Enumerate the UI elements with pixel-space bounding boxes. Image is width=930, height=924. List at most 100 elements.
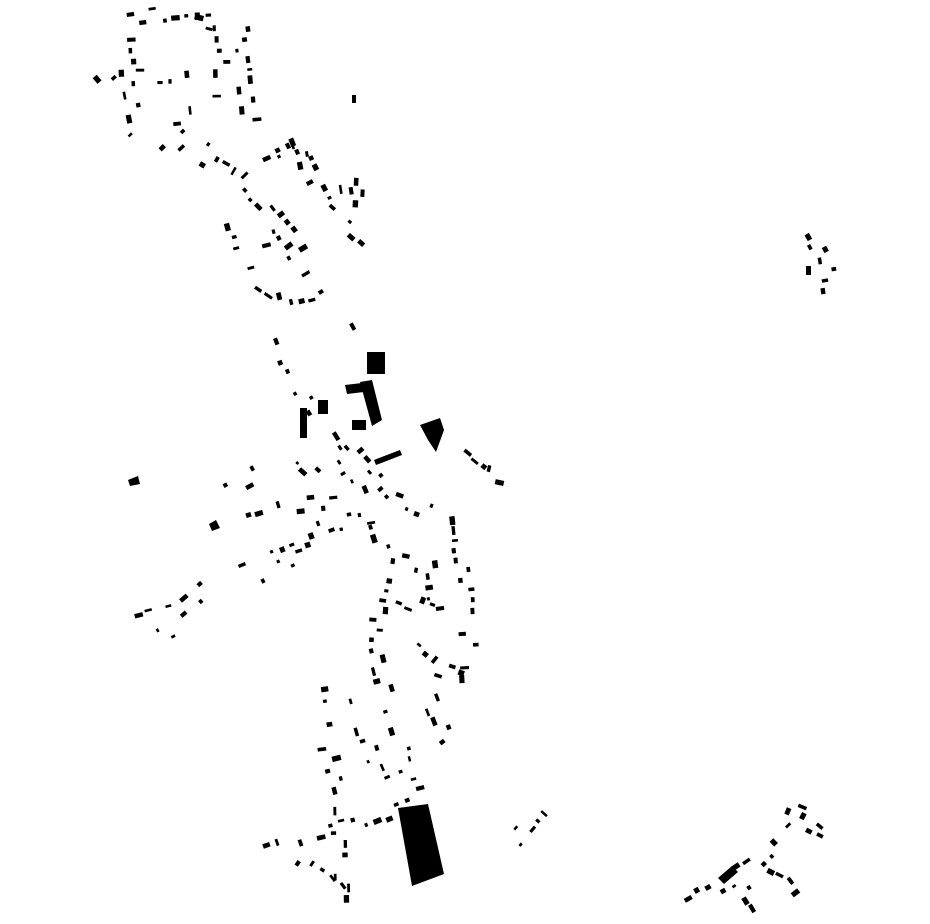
building-footprint: [747, 903, 757, 914]
building-footprint: [173, 121, 182, 127]
building-footprint: [350, 817, 356, 823]
building-footprint: [415, 785, 425, 792]
building-large: [128, 476, 140, 486]
building-footprint: [416, 642, 422, 648]
building-footprint: [331, 786, 338, 796]
building-footprint: [292, 391, 298, 397]
building-footprint: [317, 288, 324, 295]
building-footprint: [421, 650, 429, 658]
building-footprint: [438, 738, 446, 746]
building-footprint: [274, 147, 281, 154]
building-footprint: [317, 746, 327, 752]
building-footprint: [404, 797, 411, 804]
building-footprint: [301, 270, 311, 278]
building-footprint: [205, 26, 213, 32]
building-footprint: [797, 803, 808, 811]
building-footprint: [184, 13, 189, 18]
building-footprint: [337, 818, 345, 823]
building-footprint: [188, 106, 192, 115]
building-footprint: [276, 559, 281, 564]
building-footprint: [786, 876, 795, 886]
building-footprint: [320, 686, 329, 693]
building-footprint: [378, 472, 384, 479]
building-footprint: [295, 461, 300, 465]
building-footprint: [171, 15, 180, 21]
building-footprint: [790, 888, 801, 898]
building-footprint: [288, 298, 294, 306]
building-footprint: [820, 287, 826, 295]
building-footprint: [284, 142, 292, 150]
building-footprint: [247, 265, 255, 271]
building-footprint: [326, 721, 333, 728]
building-footprint: [366, 469, 373, 475]
building-large: [352, 420, 366, 430]
building-footprint: [390, 558, 396, 565]
building-footprint: [294, 548, 303, 554]
building-footprint: [253, 202, 263, 212]
building-footprint: [372, 816, 383, 826]
building-footprint: [388, 683, 395, 693]
building-footprint: [775, 871, 784, 879]
building-footprint: [179, 593, 189, 603]
building-footprint: [449, 516, 456, 526]
building-footprint: [245, 55, 251, 64]
building-footprint: [306, 494, 315, 501]
building-footprint: [360, 189, 365, 197]
building-footprint: [275, 234, 282, 242]
building-footprint: [284, 368, 291, 375]
building-footprint: [238, 106, 245, 115]
building-footprint: [155, 628, 160, 633]
building-footprint: [366, 759, 371, 764]
building-footprint: [316, 834, 326, 841]
building-footprint: [308, 395, 314, 400]
building-footprint: [540, 810, 548, 818]
building-footprint: [118, 69, 125, 77]
building-footprint: [384, 589, 389, 593]
building-footprint: [311, 163, 320, 172]
building-footprint: [196, 580, 203, 588]
building-footprint: [407, 755, 412, 762]
building-footprint: [237, 562, 247, 569]
building-footprint: [290, 563, 296, 568]
building-footprint: [232, 246, 240, 251]
building-footprint: [448, 663, 457, 670]
building-footprint: [263, 292, 273, 300]
building-footprint: [339, 881, 347, 890]
building-footprint: [286, 255, 292, 261]
building-large: [352, 95, 356, 103]
building-footprint: [271, 229, 276, 235]
building-footprint: [214, 36, 219, 43]
building-footprint: [817, 257, 823, 265]
building-footprint: [460, 665, 470, 670]
building-footprint: [307, 532, 315, 540]
building-footprint: [278, 546, 286, 554]
building-footprint: [486, 465, 492, 473]
building-footprint: [369, 533, 378, 544]
building-footprint: [472, 642, 479, 647]
building-large: [209, 520, 220, 531]
building-footprint: [470, 597, 475, 603]
building-footprint: [194, 13, 205, 22]
building-footprint: [343, 839, 348, 848]
building-footprint: [205, 13, 212, 17]
building-footprint: [261, 242, 272, 249]
building-footprint: [110, 74, 117, 81]
building-footprint: [356, 446, 365, 455]
building-footprint: [294, 148, 301, 156]
building-footprint: [127, 132, 133, 138]
building-large: [718, 866, 738, 884]
building-footprint: [158, 144, 166, 152]
building-footprint: [296, 508, 305, 515]
building-footprint: [230, 166, 237, 176]
building-footprint: [357, 239, 366, 248]
building-footprint: [419, 596, 427, 605]
building-footprint: [122, 91, 127, 100]
building-footprint: [320, 505, 326, 512]
building-footprint: [535, 818, 541, 824]
building-footprint: [298, 297, 306, 305]
building-footprint: [480, 463, 488, 471]
building-footprint: [337, 444, 343, 451]
building-footprint: [424, 708, 431, 717]
building-footprint: [314, 466, 322, 474]
building-footprint: [382, 709, 388, 714]
